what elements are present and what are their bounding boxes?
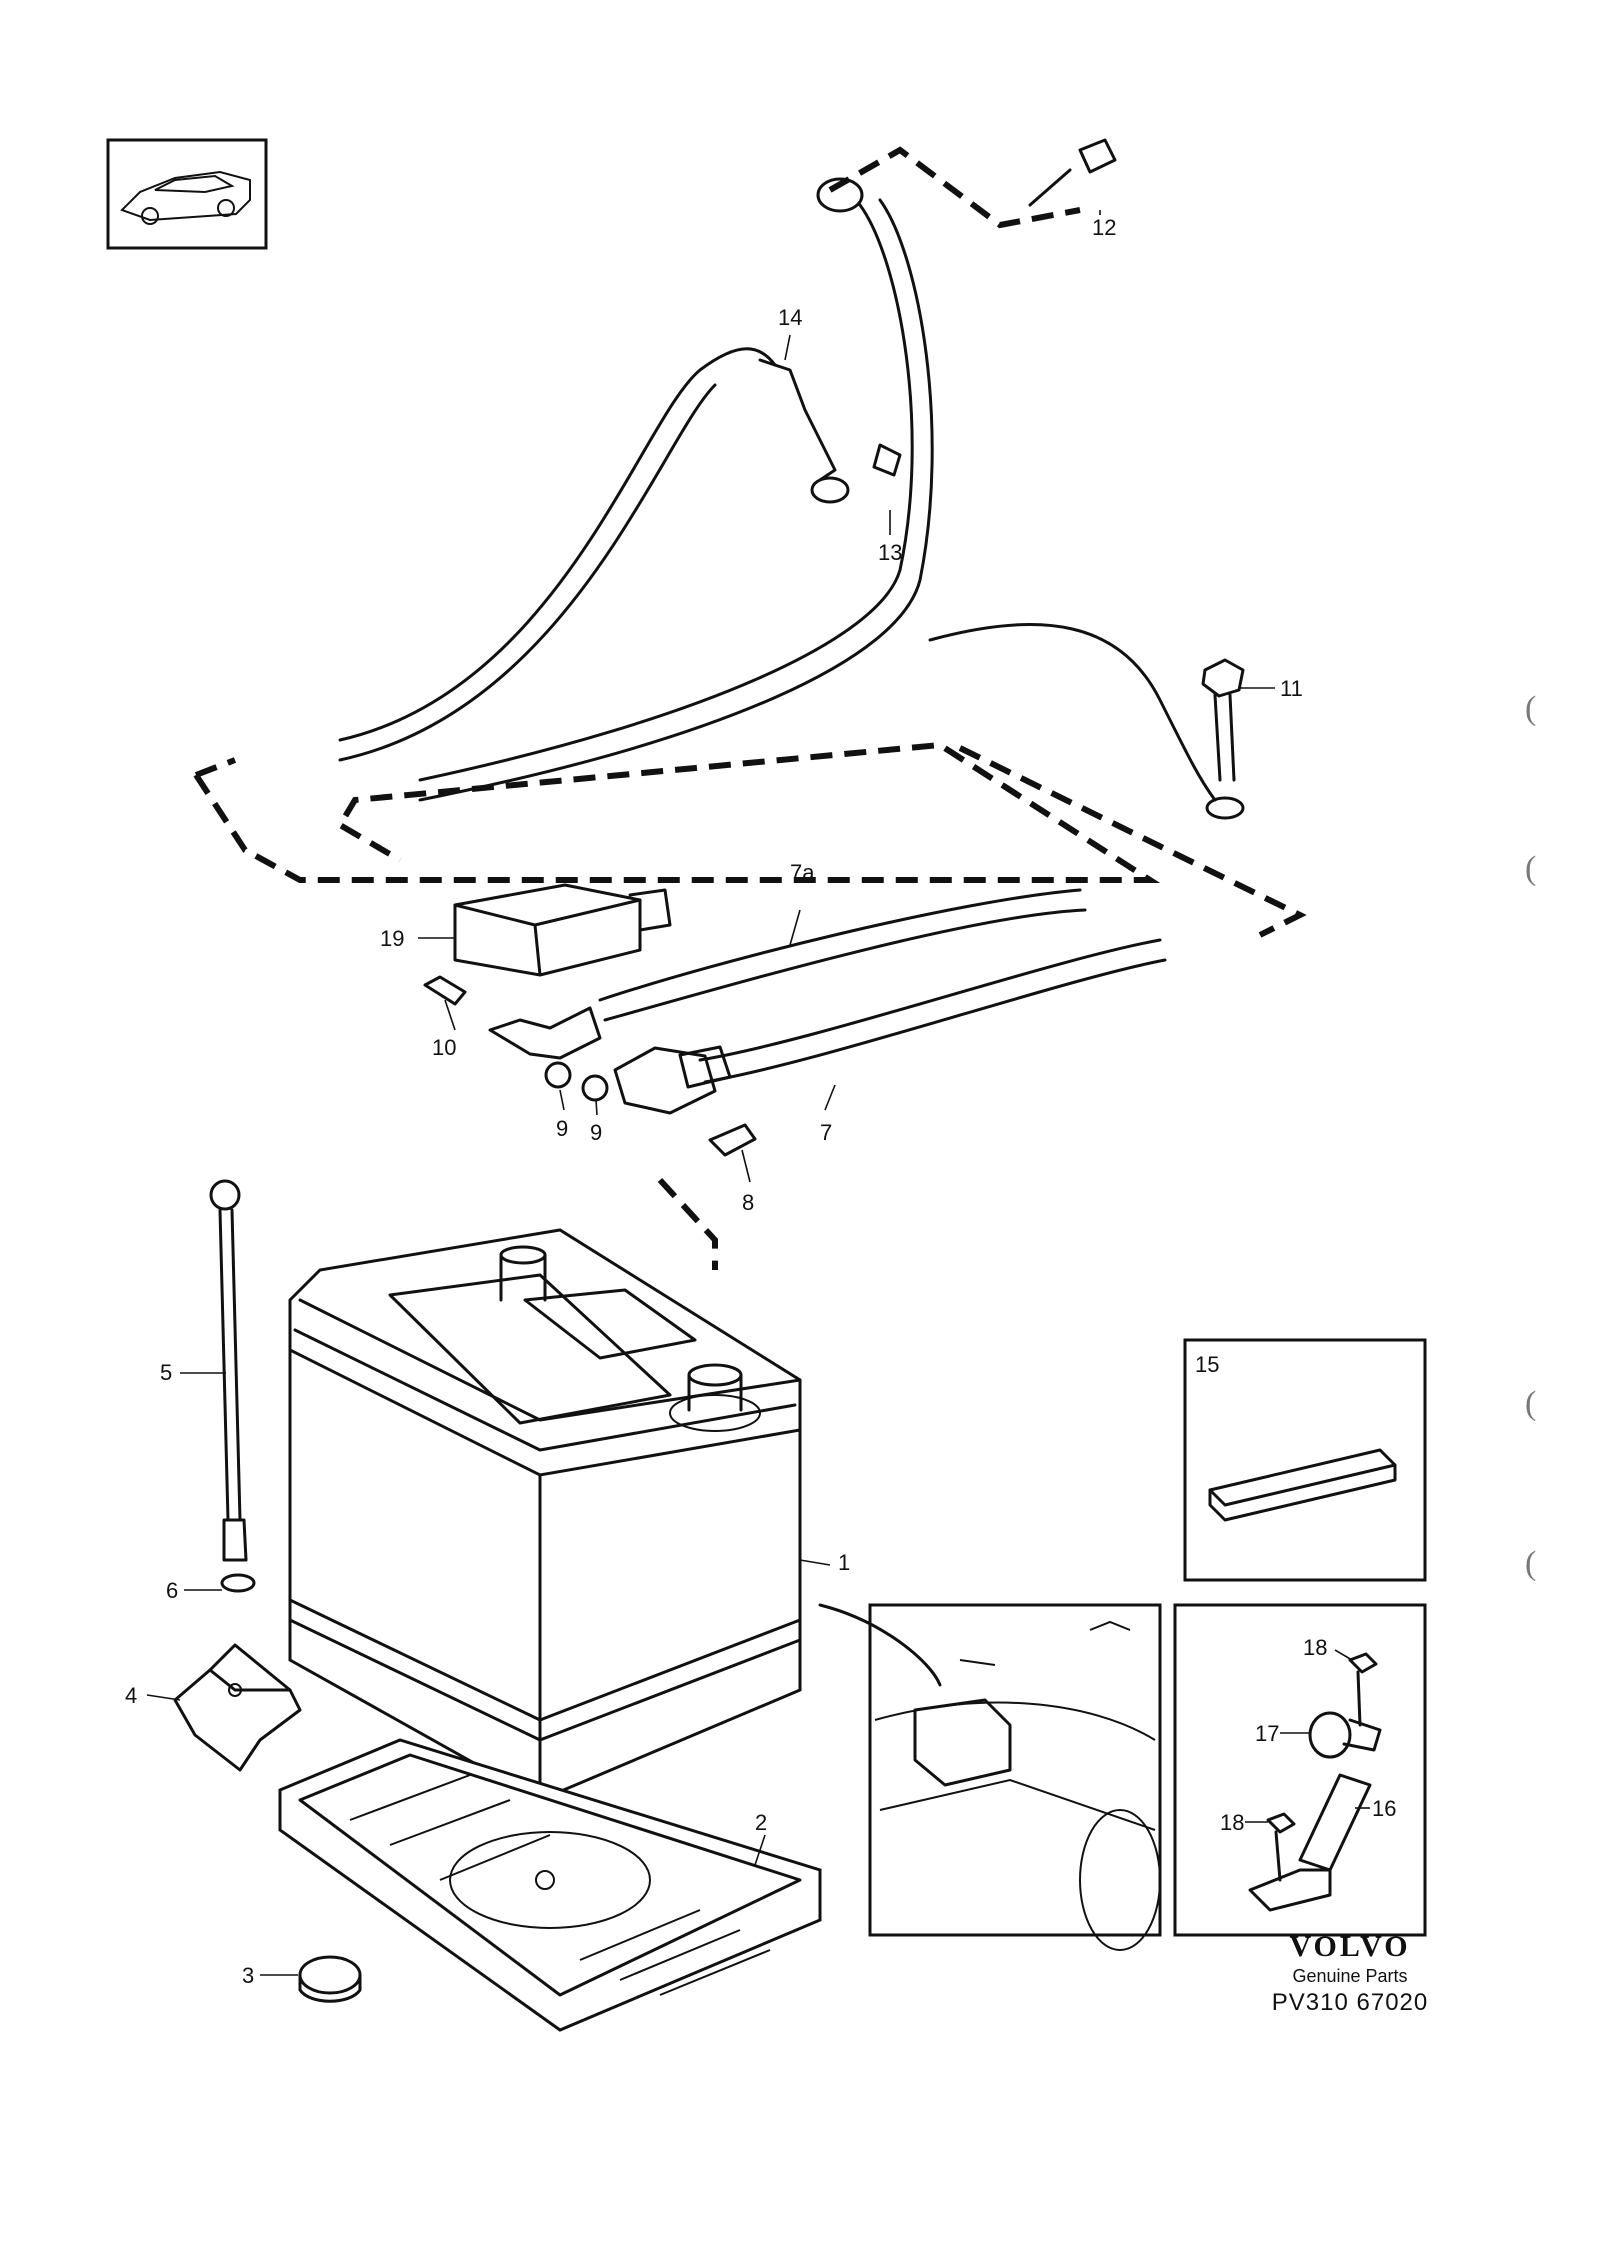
cables-7-7a: [598, 888, 1167, 1089]
callout-10: 10: [432, 1035, 456, 1060]
callout-3: 3: [242, 1963, 254, 1988]
location-arrow: [818, 1603, 942, 1687]
cable-routing-dashes: [193, 146, 1307, 1270]
detail-box-15: [1183, 1338, 1427, 1582]
callout-18-top: 18: [1303, 1635, 1327, 1660]
callout-7: 7: [820, 1120, 832, 1145]
battery: [288, 1228, 802, 1802]
detail-box-location: [868, 1603, 1162, 1951]
detail-box-16-18: [1173, 1603, 1427, 1937]
brand-logo: VOLVO: [1289, 1930, 1411, 1963]
callout-19: 19: [380, 926, 404, 951]
callout-8: 8: [742, 1190, 754, 1215]
callout-16: 16: [1372, 1796, 1396, 1821]
callout-7a: 7a: [790, 860, 815, 885]
callout-12: 12: [1092, 215, 1116, 240]
terminal-clamps: [423, 975, 757, 1157]
callout-14: 14: [778, 305, 802, 330]
margin-mark-4: (: [1525, 1545, 1537, 1582]
callout-5: 5: [160, 1360, 172, 1385]
terminal-cover: [453, 883, 672, 977]
callout-18-bottom: 18: [1220, 1810, 1244, 1835]
brand-subtitle: Genuine Parts: [1292, 1966, 1408, 1986]
ground-strap: [928, 138, 1245, 820]
battery-cable-upper: [338, 177, 934, 802]
callout-4: 4: [125, 1683, 137, 1708]
callout-11: 11: [1280, 676, 1303, 701]
brand-block: VOLVO Genuine Parts PV310 67020: [1230, 1930, 1470, 2017]
leader-lines: [146, 210, 1370, 1976]
car-thumbnail-icon: [106, 138, 268, 250]
callout-6: 6: [166, 1578, 178, 1603]
margin-mark-1: (: [1525, 690, 1537, 727]
callout-13: 13: [878, 540, 902, 565]
callout-2: 2: [755, 1810, 767, 1835]
diagram-code: PV310 67020: [1271, 1989, 1429, 2016]
battery-tray: [278, 1738, 822, 2032]
callout-9-right: 9: [590, 1120, 602, 1145]
tray-plug: [298, 1955, 362, 2003]
callout-15: 15: [1195, 1352, 1219, 1377]
margin-mark-3: (: [1525, 1385, 1537, 1422]
callout-1: 1: [838, 1550, 850, 1575]
hold-down-bracket: [173, 1643, 302, 1772]
hold-down-rod: [209, 1179, 256, 1593]
callout-17: 17: [1255, 1721, 1279, 1746]
callout-9-left: 9: [556, 1116, 568, 1141]
margin-mark-2: (: [1525, 850, 1537, 887]
